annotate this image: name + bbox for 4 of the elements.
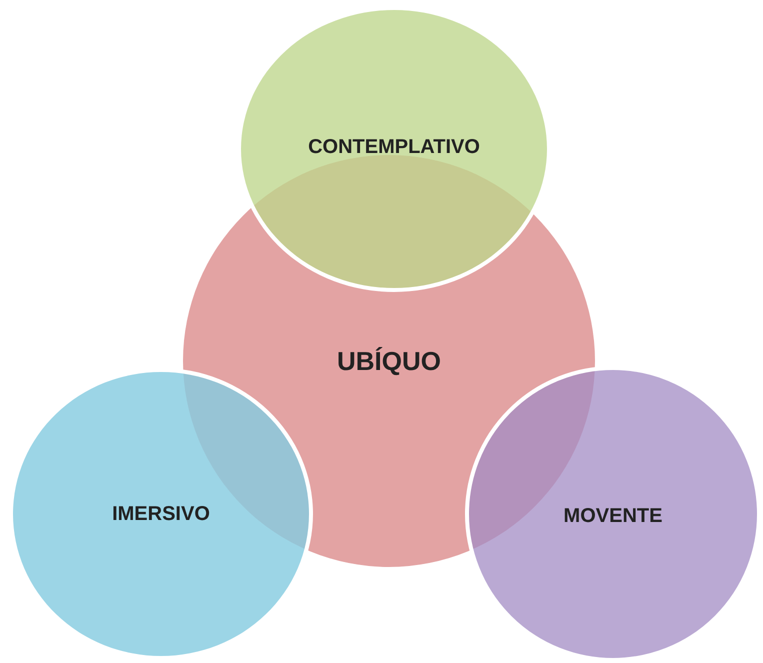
circle-label: MOVENTE [564,504,662,528]
circle-label: UBÍQUO [337,346,441,376]
circle-label: IMERSIVO [112,502,210,526]
circle-label: CONTEMPLATIVO [308,136,480,158]
